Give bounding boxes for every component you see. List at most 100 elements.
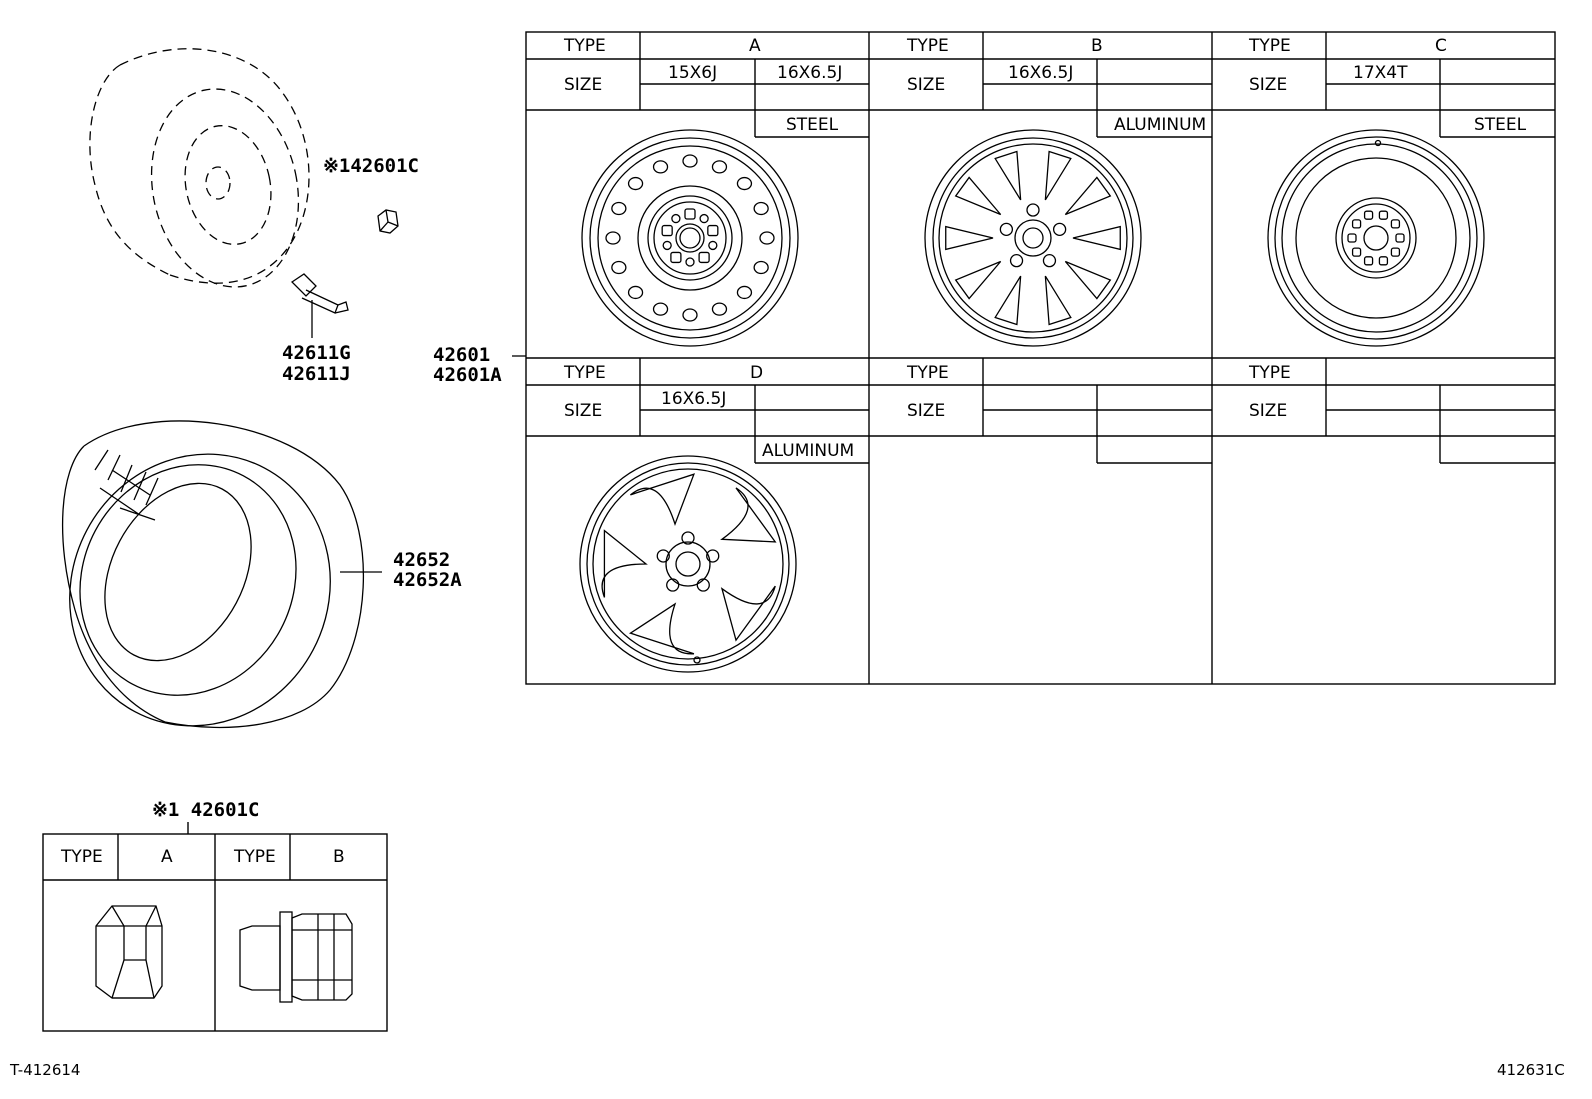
type-value-b: B [1091, 36, 1103, 56]
lug-hole [999, 222, 1014, 236]
size-value-a-1: 15X6J [668, 63, 718, 83]
lug-hole [671, 213, 681, 224]
lug-hole [1395, 233, 1405, 243]
lug-hole [1351, 247, 1362, 257]
nut-type-label-b: TYPE [234, 847, 276, 867]
lug-hole [707, 224, 719, 237]
wheel-assembly-illustration [89, 48, 310, 288]
lug-hole [670, 251, 682, 264]
footer-right-code: 412631C [1497, 1061, 1565, 1079]
material-b: ALUMINUM [1114, 115, 1207, 135]
type-label-c: TYPE [1249, 36, 1291, 56]
wheel-d-illustration [579, 455, 797, 673]
nut-table-callout: ※1 42601C [152, 799, 260, 821]
wheel-c-illustration [1267, 129, 1485, 347]
spoke-window [1072, 225, 1121, 251]
footer-left-code: T-412614 [10, 1061, 81, 1079]
valve-callout-2: 42611J [282, 363, 351, 385]
lug-hole [1363, 210, 1374, 220]
nut-type-label-a: TYPE [61, 847, 103, 867]
lug-hole [1363, 256, 1374, 266]
size-label-e: SIZE [907, 401, 946, 421]
lug-hole [1009, 254, 1024, 268]
lug-hole [666, 578, 680, 592]
lug-hole [706, 549, 720, 563]
lug-hole [1378, 210, 1389, 220]
vent-hole [627, 285, 644, 300]
lug-hole [1347, 233, 1357, 243]
lug-hole [698, 251, 710, 264]
spoke-window [720, 585, 776, 642]
size-value-c-1: 17X4T [1353, 63, 1408, 83]
vent-hole [652, 302, 669, 316]
lug-nut-callout: ※142601C [323, 155, 419, 177]
type-label-b: TYPE [907, 36, 949, 56]
type-value-c: C [1435, 36, 1447, 56]
vent-hole [759, 231, 775, 245]
lug-hole [1390, 247, 1401, 257]
lug-hole [685, 257, 695, 267]
vent-hole [682, 308, 698, 322]
size-label-c: SIZE [1249, 75, 1288, 95]
lug-hole [1378, 256, 1389, 266]
lug-hole [1026, 203, 1040, 217]
lug-hole [681, 531, 695, 545]
vent-hole [711, 160, 728, 174]
spoke-window [994, 150, 1022, 201]
spoke-window [1064, 176, 1112, 216]
vent-hole [611, 201, 627, 216]
vent-hole [753, 260, 769, 275]
material-c: STEEL [1474, 115, 1527, 135]
spoke-window [628, 602, 695, 655]
nut-table-grid [42, 822, 388, 1032]
material-d: ALUMINUM [762, 441, 855, 461]
vent-hole [605, 231, 621, 245]
lug-hole [696, 578, 710, 592]
lug-hole [656, 549, 670, 563]
nut-type-value-a: A [161, 847, 173, 867]
type-label-a: TYPE [564, 36, 606, 56]
vent-hole [711, 302, 728, 316]
spoke-window [994, 275, 1022, 326]
lug-nut-small [377, 209, 399, 234]
nut-type-value-b: B [333, 847, 345, 867]
material-a: STEEL [786, 115, 839, 135]
type-value-d: D [750, 363, 764, 383]
type-label-f: TYPE [1249, 363, 1291, 383]
vent-hole [627, 176, 644, 191]
nut-type-b-illustration [239, 911, 353, 1003]
vent-hole [611, 260, 627, 275]
size-value-a-2: 16X6.5J [777, 63, 843, 83]
vent-hole [753, 201, 769, 216]
wheel-b-illustration [924, 129, 1142, 347]
spoke-window [1064, 260, 1112, 300]
spoke-window [945, 225, 994, 251]
type-value-a: A [749, 36, 761, 56]
lug-hole [1390, 219, 1401, 229]
spoke-window [954, 260, 1002, 300]
lug-hole [1351, 219, 1362, 229]
spoke-window [720, 487, 777, 543]
lug-hole [708, 240, 718, 251]
lug-hole [661, 224, 673, 237]
tire-callout-1: 42652 [393, 549, 451, 571]
size-label-b: SIZE [907, 75, 946, 95]
size-value-d-1: 16X6.5J [661, 389, 727, 409]
vent-hole [736, 285, 753, 300]
vent-hole [682, 154, 698, 168]
type-label-d: TYPE [564, 363, 606, 383]
lug-hole [662, 240, 672, 251]
spoke-window [954, 176, 1002, 216]
vent-hole [736, 176, 753, 191]
lug-hole [1042, 254, 1057, 268]
lug-hole [1052, 222, 1067, 236]
tire-callout-2: 42652A [393, 569, 462, 591]
spoke-window [1044, 275, 1072, 326]
valve-stem [290, 273, 349, 338]
size-value-b-1: 16X6.5J [1008, 63, 1074, 83]
nut-type-a-illustration [95, 905, 163, 999]
wheel-table-grid [525, 31, 1556, 685]
valve-callout-1: 42611G [282, 342, 351, 364]
tire-illustration [61, 420, 382, 729]
